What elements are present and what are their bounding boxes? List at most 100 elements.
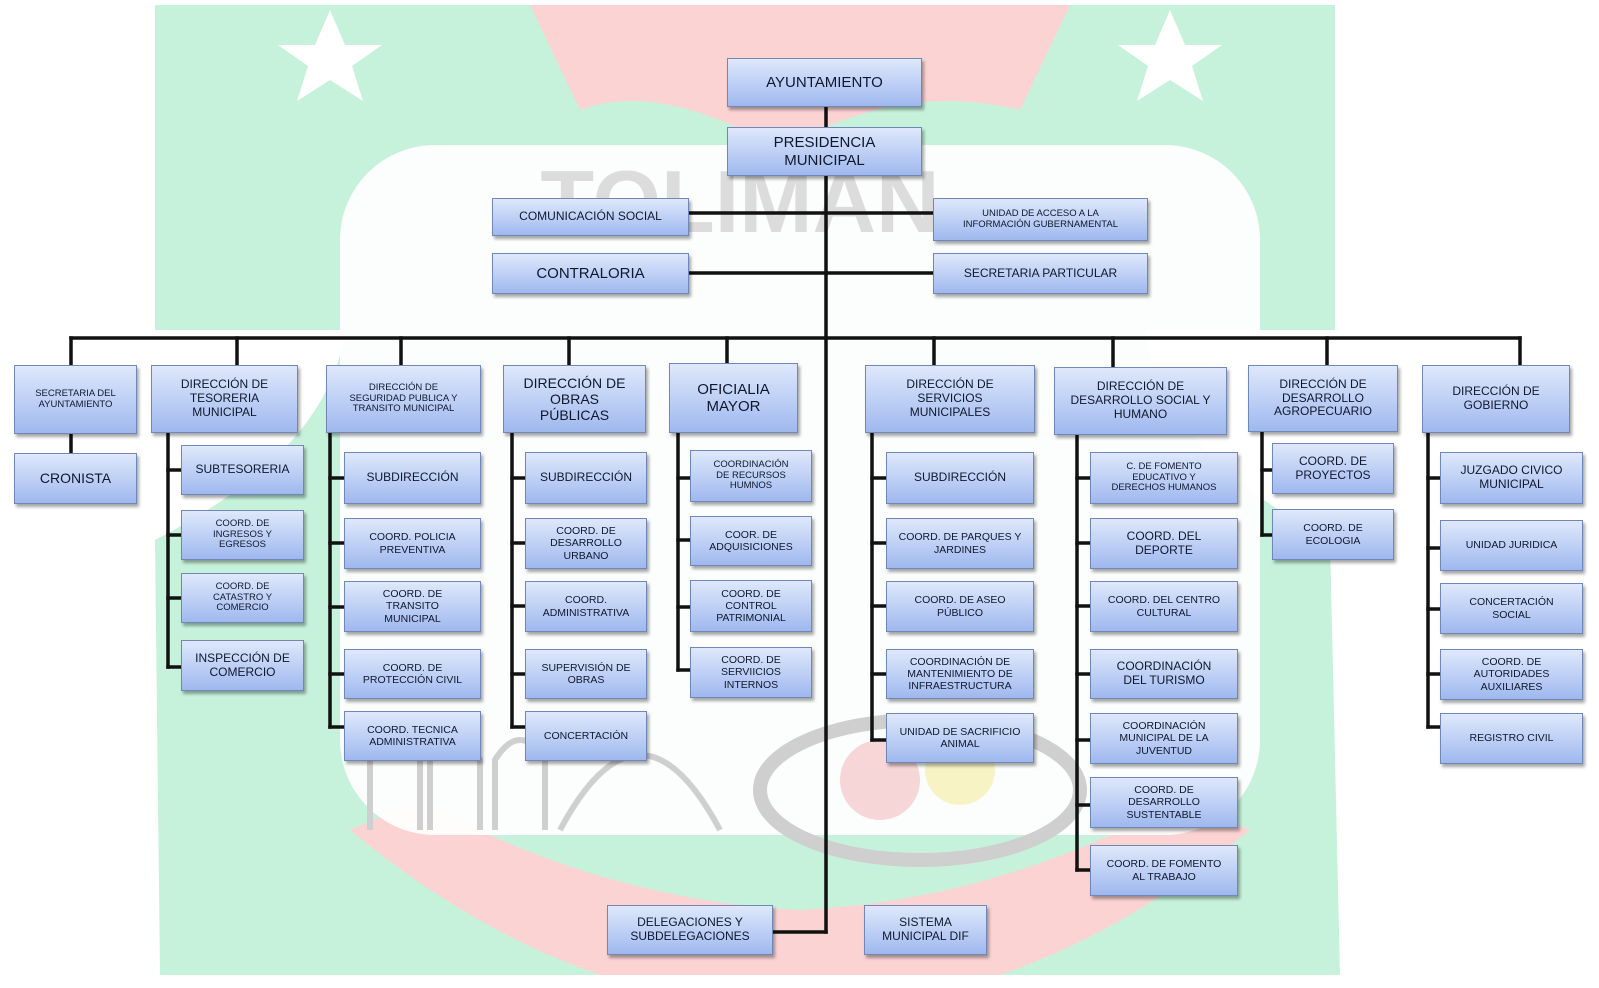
unit-label: COORD. DE PROYECTOS	[1295, 453, 1371, 482]
secretaria-particular-label: SECRETARIA PARTICULAR	[963, 265, 1118, 280]
unit-centro-cultural: COORD. DEL CENTRO CULTURAL	[1090, 581, 1238, 632]
unit-label: COORD. DE DESARROLLO SUSTENTABLE	[1126, 784, 1202, 821]
dept-desarrollo-agropecuario: DIRECCIÓN DE DESARROLLO AGROPECUARIO	[1248, 365, 1398, 432]
unit-label: UNIDAD JURIDICA	[1465, 539, 1558, 552]
unit-inspeccion-comercio: INSPECCIÓN DE COMERCIO	[181, 640, 304, 691]
unit-label: COORD. TECNICA ADMINISTRATIVA	[367, 723, 458, 748]
dept-tesoreria: DIRECCIÓN DE TESORERIA MUNICIPAL	[151, 365, 298, 433]
delegaciones-label: DELEGACIONES Y SUBDELEGACIONES	[630, 915, 750, 943]
ayuntamiento-box: AYUNTAMIENTO	[727, 58, 922, 107]
dept-obras-publicas: DIRECCIÓN DE OBRAS PÚBLICAS	[503, 365, 646, 433]
dif-label: SISTEMA MUNICIPAL DIF	[882, 915, 969, 943]
unit-label: COORDINACIÓN DEL TURISMO	[1116, 659, 1212, 687]
unit-concertacion-obras: CONCERTACIÓN	[525, 711, 647, 761]
unit-label: SUBDIRECCIÓN	[539, 470, 632, 485]
unit-label: COORD. DE SERVIICIOS INTERNOS	[721, 654, 781, 691]
unit-unidad-juridica: UNIDAD JURIDICA	[1440, 520, 1583, 571]
unit-proyectos: COORD. DE PROYECTOS	[1272, 443, 1394, 494]
unit-desarrollo-sustentable: COORD. DE DESARROLLO SUSTENTABLE	[1090, 777, 1238, 828]
unit-label: INSPECCIÓN DE COMERCIO	[195, 650, 290, 679]
presidencia-label: PRESIDENCIA MUNICIPAL	[773, 134, 876, 169]
unidad-acceso-label: UNIDAD DE ACCESO A LA INFORMACIÓN GUBERN…	[962, 207, 1118, 230]
unit-label: COORD. DE PARQUES Y JARDINES	[898, 531, 1022, 556]
unit-label: COORD. DE TRANSITO MUNICIPAL	[382, 588, 443, 625]
contraloria-label: CONTRALORIA	[536, 264, 645, 282]
dept-title: DIRECCIÓN DE DESARROLLO SOCIAL Y HUMANO	[1070, 379, 1211, 421]
dept-title: DIRECCIÓN DE SEGURIDAD PUBLICA Y TRANSIT…	[349, 381, 458, 415]
unit-label: COORD. ADMINISTRATIVA	[542, 594, 630, 619]
unit-label: COORD. DEL CENTRO CULTURAL	[1107, 594, 1221, 619]
unit-cronista: CRONISTA	[14, 453, 137, 504]
unit-control-patrimonial: COORD. DE CONTROL PATRIMONIAL	[690, 580, 812, 632]
unit-subtesoreria: SUBTESORERIA	[181, 445, 304, 495]
unit-label: COORD. DE CONTROL PATRIMONIAL	[716, 587, 786, 625]
unit-label: SUBTESORERIA	[195, 462, 290, 477]
unit-ingresos-egresos: COORD. DE INGRESOS Y EGRESOS	[181, 510, 304, 560]
unit-label: COORD. DE INGRESOS Y EGRESOS	[213, 517, 272, 551]
unit-fomento-educativo: C. DE FOMENTO EDUCATIVO Y DERECHOS HUMAN…	[1090, 452, 1238, 504]
unit-deporte: COORD. DEL DEPORTE	[1090, 518, 1238, 569]
unit-label: COORD. DEL DEPORTE	[1126, 528, 1202, 557]
unit-label: COORD. DE FOMENTO AL TRABAJO	[1106, 858, 1222, 883]
unit-label: SUBDIRECCIÓN	[913, 470, 1006, 485]
unit-label: C. DE FOMENTO EDUCATIVO Y DERECHOS HUMAN…	[1111, 460, 1217, 494]
unit-label: COORD. DE ASEO PÚBLICO	[914, 594, 1006, 619]
unidad-acceso-box: UNIDAD DE ACCESO A LA INFORMACIÓN GUBERN…	[933, 198, 1148, 241]
unit-label: UNIDAD DE SACRIFICIO ANIMAL	[899, 725, 1021, 750]
unit-label: CRONISTA	[39, 470, 112, 487]
unit-policia-preventiva: COORD. POLICIA PREVENTIVA	[344, 518, 481, 569]
unit-label: COORD. DE AUTORIDADES AUXILIARES	[1473, 656, 1550, 693]
unit-label: SUPERVISIÓN DE OBRAS	[541, 661, 631, 686]
unit-adquisiciones: COOR. DE ADQUISICIONES	[690, 516, 812, 566]
dept-oficialia-mayor: OFICIALIA MAYOR	[669, 363, 798, 433]
delegaciones-box: DELEGACIONES Y SUBDELEGACIONES	[607, 905, 773, 955]
dept-servicios-municipales: DIRECCIÓN DE SERVICIOS MUNICIPALES	[865, 365, 1035, 433]
unit-mantenimiento-infraestructura: COORDINACIÓN DE MANTENIMIENTO DE INFRAES…	[886, 649, 1034, 699]
unit-label: COORD. DE PROTECCIÓN CIVIL	[362, 661, 463, 686]
unit-coord-administrativa: COORD. ADMINISTRATIVA	[525, 581, 647, 632]
unit-proteccion-civil: COORD. DE PROTECCIÓN CIVIL	[344, 649, 481, 699]
presidencia-box: PRESIDENCIA MUNICIPAL	[727, 127, 922, 176]
dept-title: DIRECCIÓN DE GOBIERNO	[1452, 384, 1540, 412]
unit-subdireccion-obras: SUBDIRECCIÓN	[525, 452, 647, 504]
dept-title: SECRETARIA DEL AYUNTAMIENTO	[35, 387, 116, 410]
unit-aseo-publico: COORD. DE ASEO PÚBLICO	[886, 581, 1034, 632]
unit-juventud: COORDINACIÓN MUNICIPAL DE LA JUVENTUD	[1090, 713, 1238, 764]
ayuntamiento-label: AYUNTAMIENTO	[766, 73, 883, 91]
unit-label: CONCERTACIÓN SOCIAL	[1469, 596, 1554, 621]
dept-desarrollo-social: DIRECCIÓN DE DESARROLLO SOCIAL Y HUMANO	[1054, 367, 1227, 435]
unit-subdireccion-seguridad: SUBDIRECCIÓN	[344, 452, 481, 504]
comunicacion-social-box: COMUNICACIÓN SOCIAL	[492, 198, 689, 236]
unit-catastro-comercio: COORD. DE CATASTRO Y COMERCIO	[181, 573, 304, 623]
unit-label: COORD. DE CATASTRO Y COMERCIO	[212, 580, 273, 614]
dept-title: DIRECCIÓN DE TESORERIA MUNICIPAL	[180, 377, 269, 419]
unit-label: COORDINACIÓN DE RECURSOS HUMNOS	[713, 458, 789, 492]
unit-label: JUZGADO CIVICO MUNICIPAL	[1460, 463, 1563, 491]
unit-label: CONCERTACIÓN	[543, 729, 629, 742]
dept-gobierno: DIRECCIÓN DE GOBIERNO	[1422, 365, 1570, 433]
star-right-icon	[1118, 10, 1222, 101]
unit-label: COORD. DE ECOLOGIA	[1303, 522, 1363, 547]
dept-title: DIRECCIÓN DE OBRAS PÚBLICAS	[523, 374, 626, 424]
unit-turismo: COORDINACIÓN DEL TURISMO	[1090, 649, 1238, 699]
dept-title: DIRECCIÓN DE DESARROLLO AGROPECUARIO	[1273, 376, 1372, 419]
unit-autoridades-auxiliares: COORD. DE AUTORIDADES AUXILIARES	[1440, 649, 1583, 700]
unit-label: COORD. DE DESARROLLO URBANO	[550, 525, 622, 562]
unit-subdireccion-servicios: SUBDIRECCIÓN	[886, 452, 1034, 504]
unit-juzgado-civico: JUZGADO CIVICO MUNICIPAL	[1440, 452, 1583, 504]
star-left-icon	[278, 10, 382, 101]
unit-label: COORD. POLICIA PREVENTIVA	[369, 531, 456, 556]
dept-title: OFICIALIA MAYOR	[697, 380, 770, 415]
dept-seguridad-publica: DIRECCIÓN DE SEGURIDAD PUBLICA Y TRANSIT…	[326, 365, 481, 433]
contraloria-box: CONTRALORIA	[492, 253, 689, 294]
unit-sacrificio-animal: UNIDAD DE SACRIFICIO ANIMAL	[886, 713, 1034, 763]
unit-label: COORDINACIÓN MUNICIPAL DE LA JUVENTUD	[1119, 720, 1209, 757]
unit-label: COOR. DE ADQUISICIONES	[709, 528, 793, 553]
unit-fomento-trabajo: COORD. DE FOMENTO AL TRABAJO	[1090, 845, 1238, 896]
unit-tecnica-administrativa: COORD. TECNICA ADMINISTRATIVA	[344, 711, 481, 761]
unit-desarrollo-urbano: COORD. DE DESARROLLO URBANO	[525, 518, 647, 569]
unit-transito-municipal: COORD. DE TRANSITO MUNICIPAL	[344, 581, 481, 632]
unit-registro-civil: REGISTRO CIVIL	[1440, 713, 1583, 764]
unit-servicios-internos: COORD. DE SERVIICIOS INTERNOS	[690, 647, 812, 698]
